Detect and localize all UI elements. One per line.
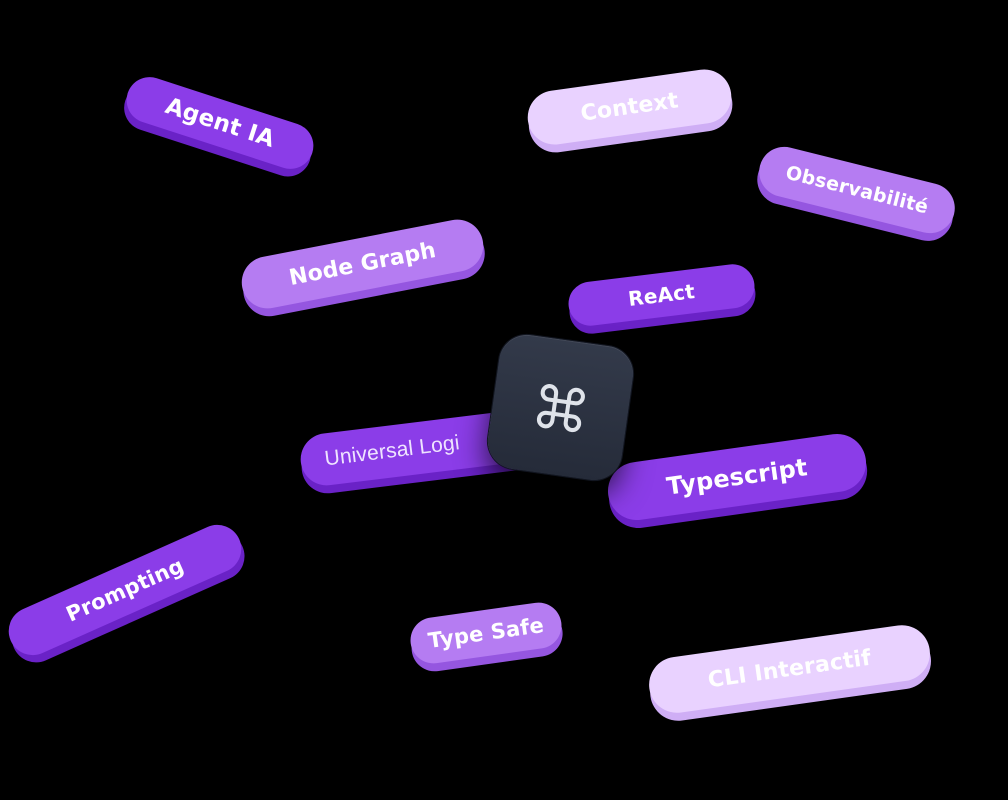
command-icon [536,383,585,432]
tag-cli-interactif: CLI Interactif [645,621,934,717]
tag-type-safe: Type Safe [407,599,565,667]
tag-label: Context [579,87,680,127]
tag-observabilite: Observabilité [753,141,961,239]
tag-label: Type Safe [426,613,546,653]
tag-react: ReAct [566,261,757,329]
tag-label: Observabilité [783,161,931,219]
tag-label: ReAct [626,279,697,311]
tag-label: Typescript [664,453,810,501]
tag-label: Node Graph [286,237,439,291]
command-key [484,331,637,484]
tag-typescript: Typescript [604,430,870,524]
tag-node-graph: Node Graph [237,215,488,313]
tag-label: Prompting [62,553,188,627]
tag-prompting: Prompting [1,517,249,663]
tag-context: Context [524,65,735,149]
tag-label: Agent IA [162,93,278,153]
tag-label: CLI Interactif [706,645,873,693]
tag-label: Universal Logi [323,431,461,471]
tag-agent-ia: Agent IA [120,71,320,175]
